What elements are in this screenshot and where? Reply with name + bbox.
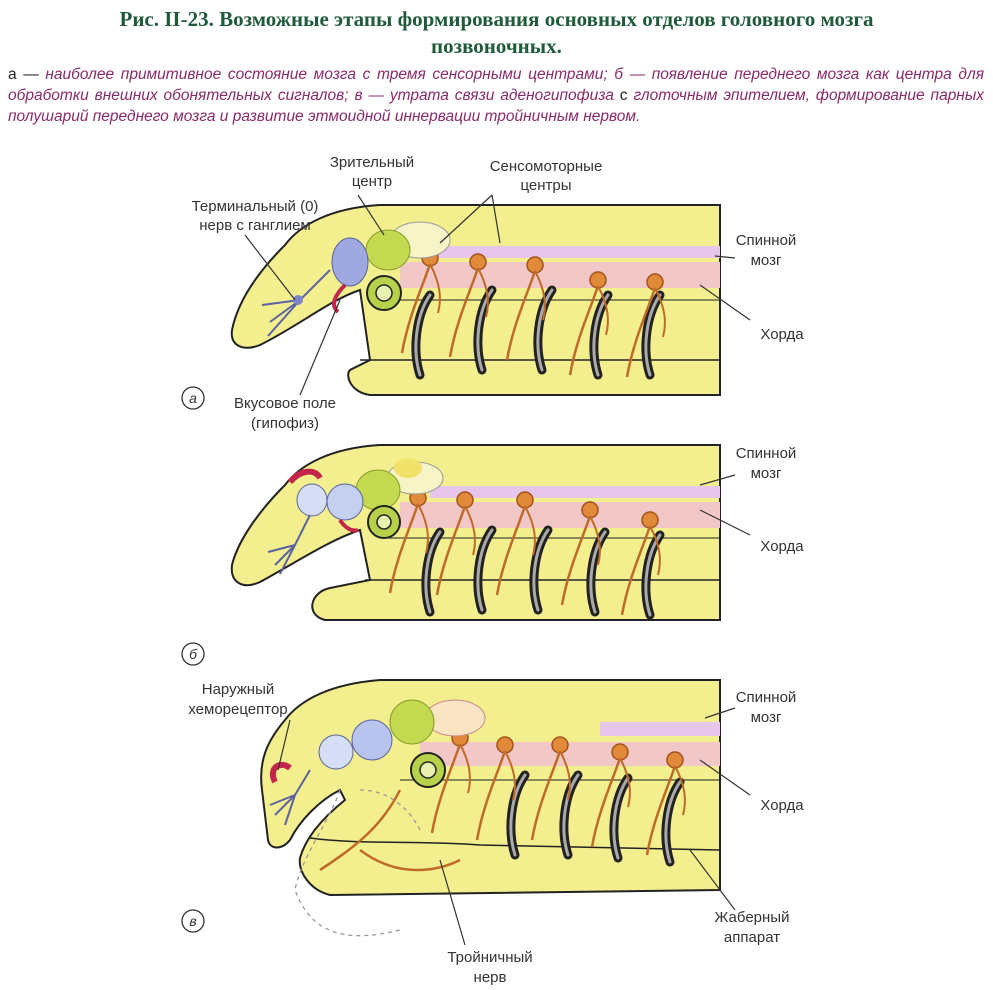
panel-a-visual-center: [365, 229, 411, 271]
label-trigeminal-2: нерв: [474, 969, 507, 986]
panel-a-letter: а: [189, 390, 197, 406]
label-a-spinal-cord-1: Спинной: [736, 232, 797, 249]
figure-title-line2: позвоночных.: [431, 34, 562, 58]
label-a-spinal-cord-2: мозг: [751, 252, 782, 269]
label-c-chord: Хорда: [760, 797, 804, 814]
panel-a-chord: [400, 262, 720, 288]
label-b-spinal-cord-2: мозг: [751, 465, 782, 482]
label-taste-field-1: Вкусовое поле: [234, 395, 336, 412]
label-trigeminal-1: Тройничный: [447, 949, 532, 966]
label-b-chord: Хорда: [760, 538, 804, 555]
caption-letter-c: с: [619, 87, 628, 104]
label-visual-center-1: Зрительный: [330, 154, 414, 171]
label-terminal-nerve-1: Терминальный (0): [192, 198, 319, 215]
panel-c: Наружный хеморецептор Спинной мозг Хорда…: [181, 679, 804, 986]
panel-a-spinal-cord: [430, 246, 720, 258]
label-chemoreceptor-1: Наружный: [202, 681, 275, 698]
panel-b-letter: б: [189, 646, 198, 662]
label-taste-field-2: (гипофиз): [251, 415, 319, 432]
figure-title: Рис. II-23. Возможные этапы формирования…: [0, 6, 993, 60]
panel-b-olfactory: [287, 468, 323, 485]
panel-c-chemoreceptor: [269, 761, 292, 784]
panel-b-spinal-cord: [430, 486, 720, 498]
panel-c-forebrain: [351, 719, 393, 761]
label-chemoreceptor-2: хеморецептор: [188, 701, 287, 718]
panel-b-forebrain: [326, 483, 364, 521]
label-visual-center-2: центр: [352, 173, 392, 190]
label-sensorimotor-2: центры: [520, 177, 571, 194]
panel-b-chord: [400, 502, 720, 528]
label-a-chord: Хорда: [760, 326, 804, 343]
label-c-spinal-cord-2: мозг: [751, 709, 782, 726]
figure-caption: а — наиболее примитивное состояние мозга…: [8, 64, 984, 127]
label-gill-2: аппарат: [724, 929, 780, 946]
label-terminal-nerve-2: нерв с ганглием: [199, 217, 310, 234]
panel-c-spinal-cord: [600, 722, 720, 736]
panel-a-forebrain: [331, 237, 369, 287]
label-sensorimotor-1: Сенсомоторные: [490, 158, 603, 175]
figure-title-line1: Рис. II-23. Возможные этапы формирования…: [119, 7, 874, 31]
label-b-spinal-cord-1: Спинной: [736, 445, 797, 462]
caption-text-a: наиболее примитивное состояние мозга с т…: [8, 66, 984, 104]
panel-c-letter: в: [189, 913, 196, 929]
panel-a: Терминальный (0) нерв с ганглием Зритель…: [181, 154, 804, 432]
panel-b: Спинной мозг Хорда б: [181, 444, 804, 666]
label-c-spinal-cord-1: Спинной: [736, 689, 797, 706]
caption-text-rest: глоточным эпителием, формирование парных…: [8, 87, 984, 125]
caption-letter-a: а —: [8, 66, 39, 83]
label-gill-1: Жаберный: [715, 909, 790, 926]
panel-c-trigeminal-nerve: [319, 789, 461, 872]
